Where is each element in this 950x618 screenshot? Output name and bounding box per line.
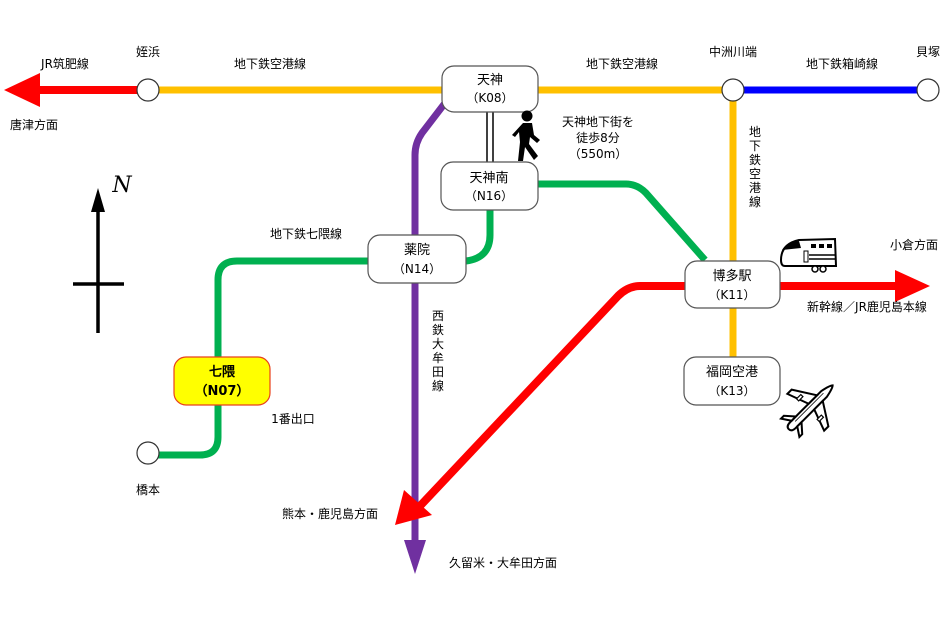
station-code: （K08） [466,91,513,105]
jr-kagoshima-south-segment [417,282,686,509]
station-name: 七隈 [209,365,236,380]
compass-label: N [111,173,132,198]
station-yakuin[interactable]: 薬院 （N14） [367,234,467,284]
line-label-nanakuma: 地下鉄七隈線 [270,226,342,241]
direction-kumamoto: 熊本・鹿児島方面 [282,506,378,521]
station-code: （N16） [465,189,513,203]
station-nanakuma[interactable]: 七隈 （N07） [173,356,271,406]
station-tenjin[interactable]: 天神 （K08） [441,65,539,113]
station-name: 博多駅 [712,268,751,284]
station-name: 薬院 [404,243,430,258]
walking-person-icon [512,110,540,161]
walk-note-line: 天神地下街を [562,115,634,129]
station-fukuoka-airport[interactable]: 福岡空港 （K13） [683,356,781,406]
line-label-airport-east: 地下鉄空港線 [586,56,658,71]
kurume-arrowhead [404,540,426,574]
line-label-hakozaki: 地下鉄箱崎線 [806,56,878,71]
nishitetsu-line [404,100,448,574]
line-label-jr-chikuhi: JR筑肥線 [40,56,89,71]
label-meinohama: 姪浜 [136,45,160,59]
nanakuma-line-mid [465,205,494,265]
line-label-nishitetsu: 西鉄大牟田線 [432,309,444,393]
station-name: 天神南 [469,170,508,186]
jr-chikuhi-line [4,73,137,107]
station-name: 福岡空港 [706,365,758,380]
direction-kokura: 小倉方面 [890,237,938,252]
direction-karatsu: 唐津方面 [10,117,58,132]
north-arrow-icon: N [73,173,132,333]
station-code: （N14） [393,262,441,276]
walk-note: 天神地下街を 徒歩8分 （550m） [562,115,634,161]
walk-note-line: 徒歩8分 [576,130,620,145]
label-hashimoto: 橋本 [136,483,160,497]
station-code: （N07） [195,383,250,399]
nanakuma-line-east [538,180,708,263]
label-nakasukawabata: 中洲川端 [709,44,757,59]
jr-kagoshima-line [395,270,930,525]
exit-label: 1番出口 [271,412,315,426]
direction-kurume: 久留米・大牟田方面 [449,555,557,570]
nishitetsu-segment [411,100,448,545]
airplane-icon [778,384,834,440]
kokura-arrowhead [895,270,930,302]
station-hakata[interactable]: 博多駅 （K11） [684,260,781,309]
station-code: （K13） [708,384,755,398]
station-meinohama[interactable] [136,78,160,102]
line-label-shinkansen: 新幹線／JR鹿児島本線 [807,299,927,314]
station-name: 天神 [477,73,503,88]
bullet-train-icon [779,237,838,273]
line-label-airport-west: 地下鉄空港線 [234,56,306,71]
station-tenjinminami[interactable]: 天神南 （N16） [440,161,539,211]
station-code: （K11） [708,288,755,302]
karatsu-arrowhead [4,73,40,107]
station-nakasukawabata[interactable] [721,78,745,102]
station-kaizuka[interactable] [916,78,940,102]
line-label-airport-vertical: 地下鉄空港線 [749,125,761,209]
station-hashimoto[interactable] [136,441,160,465]
walk-note-line: （550m） [569,147,628,161]
kumamoto-arrowhead [395,490,432,525]
walk-connector [486,112,494,162]
label-kaizuka: 貝塚 [916,45,940,59]
